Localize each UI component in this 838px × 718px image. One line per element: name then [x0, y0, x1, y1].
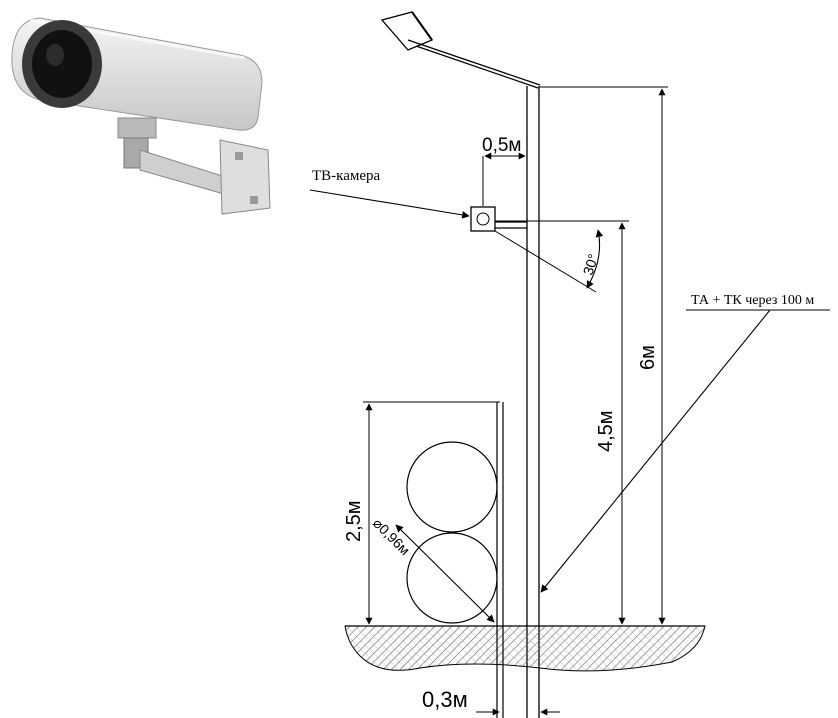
traffic-note-leader: [540, 309, 830, 593]
traffic-note-label: ТА + ТК через 100 м: [691, 293, 814, 308]
height-6-label: 6м: [637, 345, 659, 370]
traffic-light-upper-lamp: [406, 441, 498, 533]
traffic-light-lower-lamp: [406, 532, 498, 624]
pole-camera: [470, 206, 629, 293]
camera-leader: [309, 189, 470, 219]
dimension-6m: [539, 86, 668, 625]
offset-03-label: 0,3м: [422, 687, 468, 712]
camera-label: ТВ-камера: [312, 168, 381, 184]
height-25-label: 2,5м: [343, 500, 365, 542]
traffic-light: [395, 402, 504, 718]
main-pole: [526, 86, 540, 718]
offset-05-label: 0,5м: [482, 135, 521, 156]
ground: [344, 625, 706, 672]
cctv-camera-icon: [11, 17, 271, 215]
dimension-2-5m: [363, 401, 500, 625]
dimension-0-5m: [482, 140, 528, 206]
diameter-label: ⌀0,96м: [370, 515, 413, 558]
height-45-label: 4,5м: [595, 410, 617, 452]
angle-30-label: 30°: [580, 252, 602, 277]
street-lamp-icon: [380, 11, 541, 89]
